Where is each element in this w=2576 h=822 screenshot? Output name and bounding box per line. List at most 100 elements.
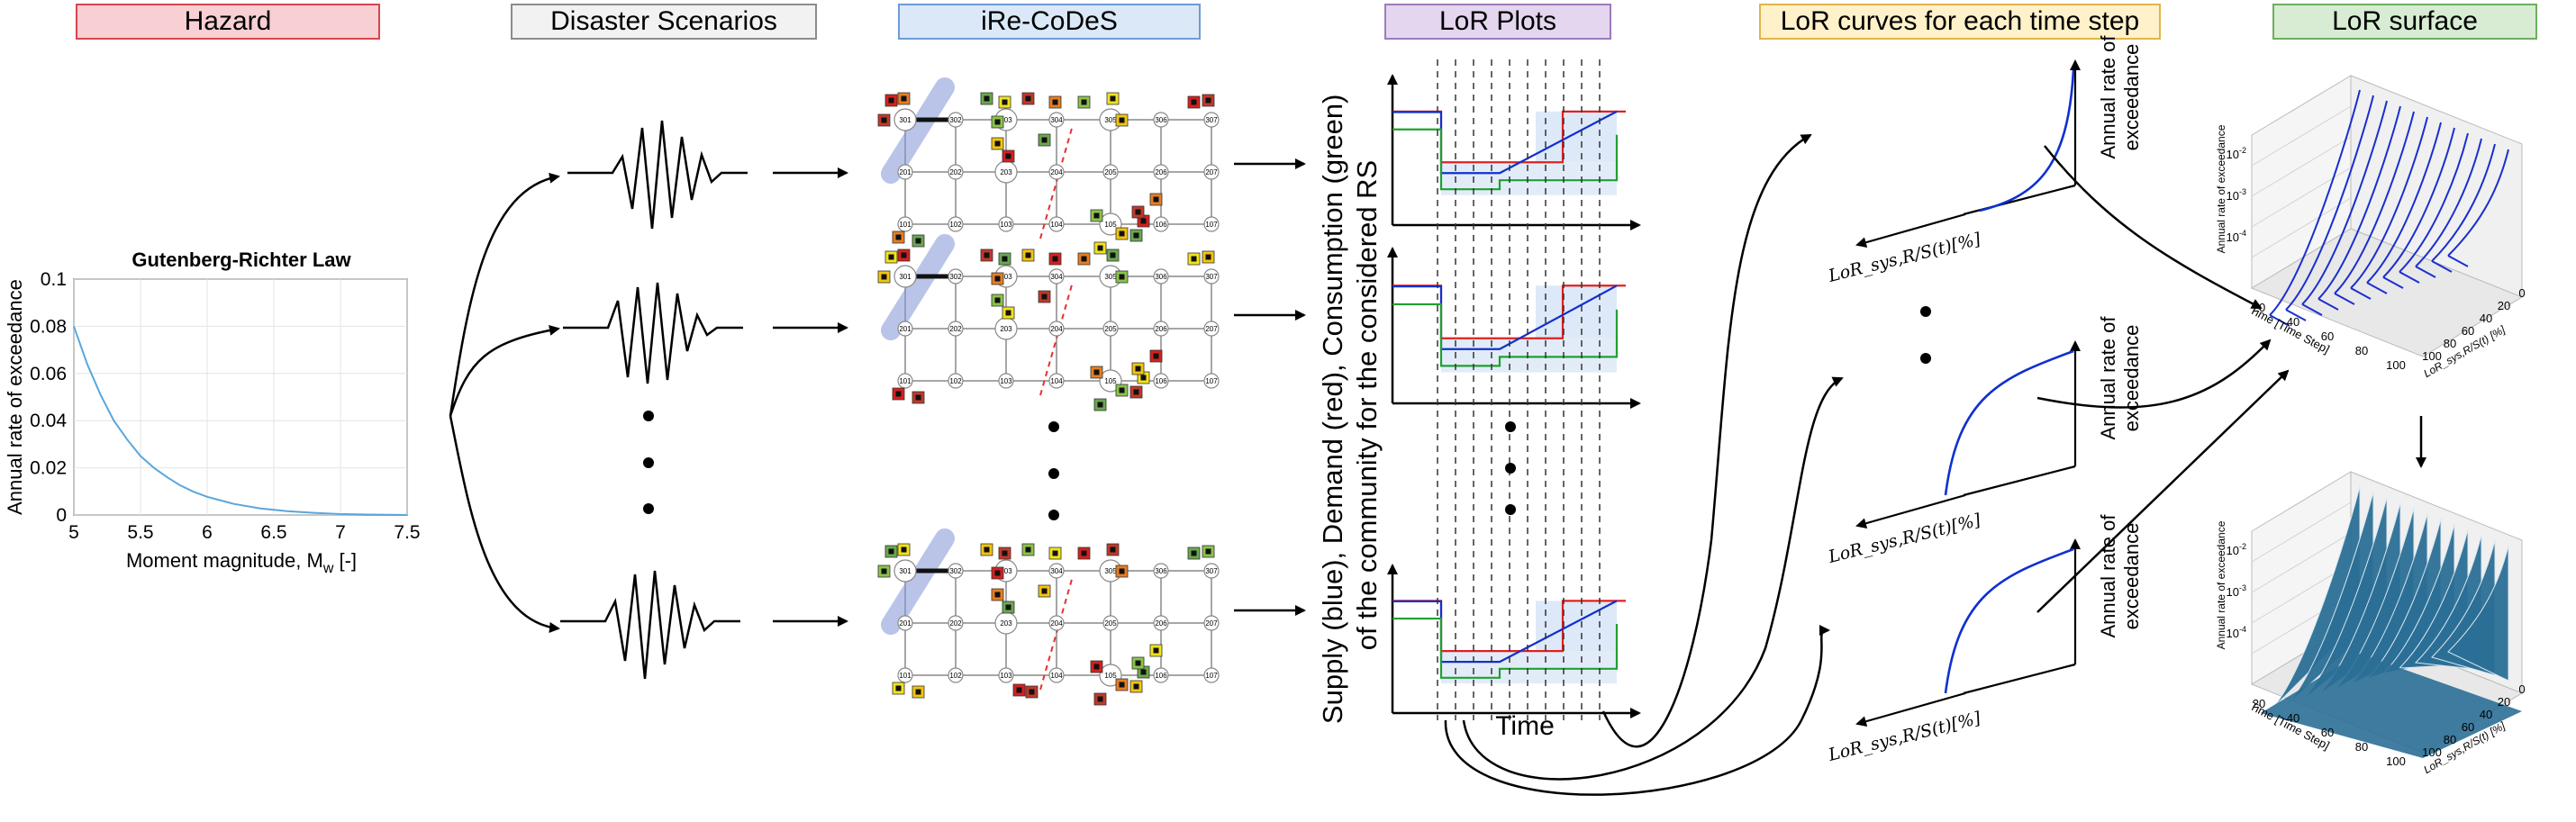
surface-curve <box>2366 122 2442 284</box>
network-node-label: 103 <box>1000 672 1012 680</box>
network-node-label: 307 <box>1205 116 1218 124</box>
network-node-label: 303 <box>1000 567 1012 575</box>
lor-curve-y-label-line2: exceedance <box>2120 523 2143 630</box>
lor-curve-x-label: LoR_sys,R/S(t)[%] <box>1826 510 1983 567</box>
component-icon <box>1153 647 1159 654</box>
network-node-label: 105 <box>1104 221 1117 229</box>
network-node-label: 201 <box>899 168 912 176</box>
consumption-line <box>1392 303 1619 367</box>
network-node-label: 301 <box>899 116 912 124</box>
network-node-label: 107 <box>1205 672 1218 680</box>
network-node <box>1153 667 1169 683</box>
lor-curve-x-axis <box>1855 493 1966 529</box>
lor-curve-line <box>1979 69 2075 212</box>
network-node <box>897 164 913 180</box>
component-icon <box>994 119 1001 125</box>
component-icon <box>1205 97 1211 104</box>
surface-curve-base <box>2301 303 2323 316</box>
component-icon <box>1052 550 1058 556</box>
surface-lor-tick: 60 <box>2462 324 2474 338</box>
lor-plot-3 <box>1387 564 1641 718</box>
component-icon <box>1133 389 1139 395</box>
surface-curve <box>2269 89 2361 316</box>
lor-shaded-area <box>1441 285 1617 339</box>
lor-curve-y-label: Annual rate ofexceedance <box>2097 316 2143 440</box>
component-icon <box>1191 256 1197 262</box>
network-node <box>998 373 1014 389</box>
header-lor-surface-label: LoR surface <box>2332 6 2478 36</box>
component-icon <box>881 568 887 574</box>
lor-plots-x-label: Time <box>1495 711 1555 741</box>
hazard-x-label-unit: [-] <box>333 549 357 572</box>
network-node <box>897 321 913 337</box>
surface-z-tick-exp: -4 <box>2239 625 2246 634</box>
lor-plots-y-label-line1: Supply (blue), Demand (red), Consumption… <box>1317 95 1348 725</box>
scenario-ellipsis <box>643 411 654 514</box>
surface-grid-line <box>2251 501 2352 563</box>
header-disaster-scenarios-label: Disaster Scenarios <box>550 6 777 36</box>
network-node <box>1153 112 1169 128</box>
surface-time-tick: 40 <box>2287 315 2299 329</box>
component-icon <box>994 570 1001 576</box>
hazard-x-tick-label: 7 <box>335 522 346 543</box>
network-node-label: 104 <box>1050 672 1063 680</box>
ground-motion-1 <box>567 120 748 230</box>
component-icon <box>888 254 894 260</box>
component-icon <box>1191 550 1197 556</box>
lor-curve-y-label-line1: Annual rate of <box>2097 514 2119 638</box>
lor-plots-y-label: Supply (blue), Demand (red), Consumption… <box>1317 86 1383 724</box>
surface-curve <box>2431 143 2496 262</box>
network-node-label: 306 <box>1155 116 1167 124</box>
component-icon <box>984 95 990 102</box>
surface-time-tick: 60 <box>2321 330 2334 343</box>
network-node-label: 201 <box>899 619 912 628</box>
lor-curve-base-axis <box>1963 663 2076 695</box>
network-node <box>948 373 964 389</box>
network-node-label: 105 <box>1104 672 1117 680</box>
component-icon <box>1110 95 1116 102</box>
network-node <box>897 667 913 683</box>
surface-z-tick-base: 10 <box>2227 585 2239 599</box>
consumption-line <box>1392 128 1619 191</box>
surface-base-fill <box>2261 654 2522 758</box>
component-icon <box>994 276 1001 282</box>
lor-curve-x-axis <box>1855 691 1966 727</box>
component-icon <box>1097 245 1103 251</box>
surface-z-tick-base: 10 <box>2227 230 2239 244</box>
surface-curve <box>2415 138 2482 267</box>
component-icon <box>1119 387 1125 393</box>
lor-shaded-area <box>1441 338 1617 373</box>
ground-motion-3 <box>560 570 740 680</box>
surface-curve <box>2399 132 2469 273</box>
surface-curve-base <box>2334 293 2355 305</box>
network-node-label: 207 <box>1205 619 1218 628</box>
lor-curve-y-label: Annual rate ofexceedance <box>2097 514 2143 638</box>
network-node-label: 204 <box>1050 619 1063 628</box>
component-icon <box>1133 683 1139 690</box>
surface-grid-line <box>2251 105 2352 167</box>
surface-time-tick: 20 <box>2253 301 2265 314</box>
surface-lor-tick: 40 <box>2480 312 2492 325</box>
network-node <box>948 667 964 683</box>
network-node-label: 106 <box>1155 672 1167 680</box>
lor-curve-base-axis <box>1963 465 2076 497</box>
hazard-x-tick-label: 6 <box>202 522 213 543</box>
component-icon <box>1140 669 1147 675</box>
lor-curve-x-axis <box>1855 212 1966 248</box>
component-icon <box>1140 375 1147 381</box>
network-node-label: 307 <box>1205 273 1218 281</box>
network-node-label: 301 <box>899 273 912 281</box>
header-lor-plots-label: LoR Plots <box>1438 6 1557 36</box>
header-lor-curves-label: LoR curves for each time step <box>1780 6 2140 36</box>
lor-curve-line <box>1944 349 2074 496</box>
lor-curve-2: Annual rate ofexceedanceLoR_sys,R/S(t)[%… <box>1826 316 2143 567</box>
component-icon <box>1153 196 1159 203</box>
network-node-label: 304 <box>1050 567 1063 575</box>
component-icon <box>1016 687 1022 693</box>
component-icon <box>1153 353 1159 359</box>
network-node <box>1153 615 1169 631</box>
hazard-y-tick-label: 0.04 <box>30 411 67 431</box>
surface-z-tick-base: 10 <box>2227 627 2239 640</box>
component-icon <box>1110 252 1116 258</box>
